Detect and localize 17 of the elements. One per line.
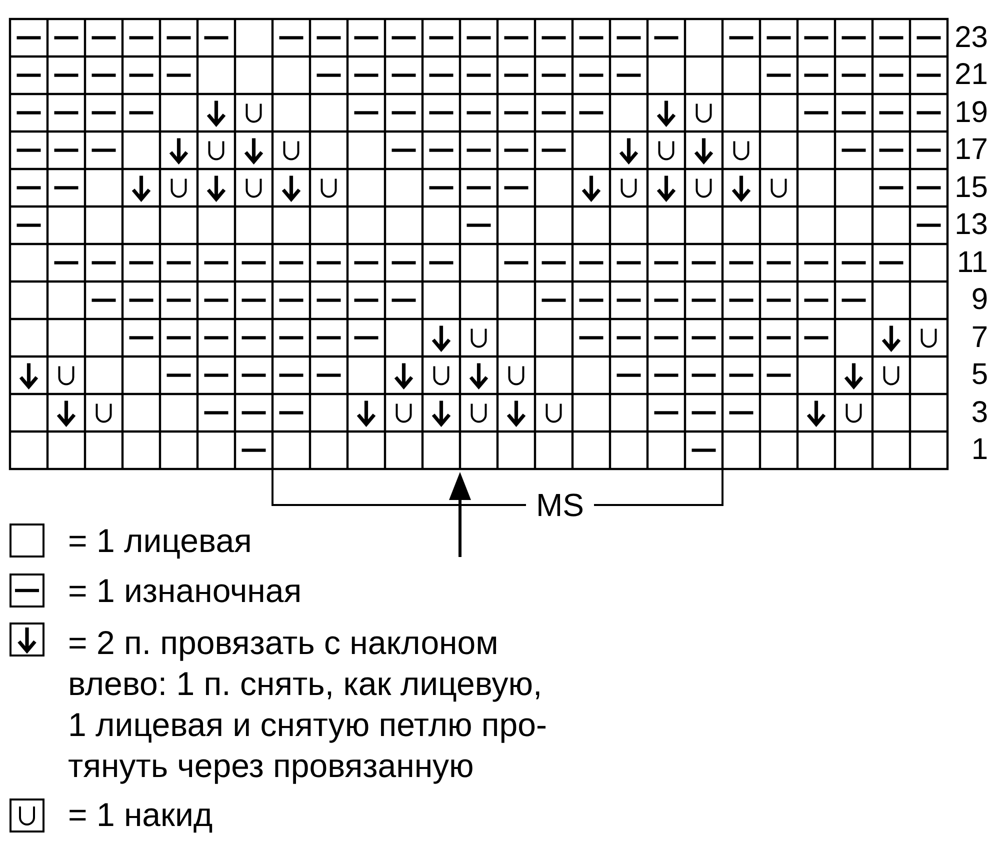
- row-number: 15: [954, 170, 988, 205]
- row-number: 5: [971, 358, 988, 392]
- legend-text: = 1 накид: [68, 796, 213, 834]
- legend-text: = 1 лицевая: [68, 522, 252, 560]
- row-number: 11: [956, 246, 988, 280]
- bracket-label: MS: [536, 488, 584, 522]
- legend-text: = 2 п. провязать с наклоном влево: 1 п. снять, как лицевую, 1 лицевая и снятую петлю про-тянуть через провязанную: [68, 622, 548, 786]
- legend-text: = 1 изнаночная: [68, 572, 302, 610]
- row-number: 19: [954, 96, 988, 130]
- row-number: 3: [971, 396, 988, 430]
- row-number: 23: [954, 20, 988, 55]
- row-number: 13: [954, 208, 988, 242]
- row-number: 17: [954, 133, 988, 168]
- row-number: 7: [971, 320, 988, 355]
- row-number: 1: [971, 433, 988, 468]
- row-number: 21: [954, 58, 988, 92]
- row-number: 9: [971, 283, 988, 318]
